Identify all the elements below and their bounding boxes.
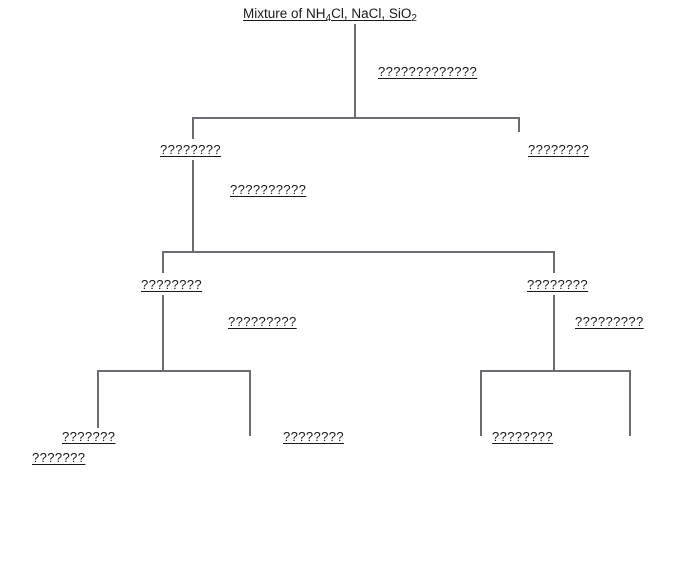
node-2-right-label: ???????? — [528, 142, 590, 157]
connector-drop-left-4 — [480, 370, 482, 436]
node-3-right-label: ???????? — [527, 277, 589, 292]
connector-title-stem — [354, 24, 356, 117]
connector-drop-left-3 — [97, 370, 99, 428]
title-middle: Cl, NaCl, SiO — [331, 6, 412, 21]
connector-node-3-left-stem — [162, 295, 164, 371]
step-2-label: ?????????? — [230, 182, 307, 197]
leaf-4-label: ???????? — [492, 429, 554, 444]
connector-node-3-right-stem — [553, 295, 555, 371]
node-3-left-label: ???????? — [141, 277, 203, 292]
connector-drop-left-1 — [192, 117, 194, 139]
connector-drop-right-2 — [553, 251, 555, 273]
connector-split-bar-3-left — [97, 370, 250, 372]
connector-split-bar-2 — [162, 251, 555, 253]
connector-drop-left-2 — [162, 251, 164, 273]
connector-drop-mid-3 — [249, 370, 251, 436]
connector-split-bar-1 — [192, 117, 520, 119]
node-2-left-label: ???????? — [160, 142, 222, 157]
step-3-right-label: ????????? — [575, 314, 644, 329]
step-1-label: ????????????? — [378, 64, 478, 79]
leaf-2-label: ??????? — [32, 450, 86, 465]
step-3-left-label: ????????? — [228, 314, 297, 329]
title-subscript-2: 2 — [411, 13, 417, 24]
connector-drop-right-4 — [629, 370, 631, 436]
leaf-1-label: ??????? — [62, 429, 116, 444]
title-subscript-4: 4 — [325, 13, 332, 24]
title-prefix: Mixture of NH — [243, 6, 326, 21]
connector-node-2-left-stem — [192, 160, 194, 252]
diagram-title: Mixture of NH4Cl, NaCl, SiO2 — [243, 6, 417, 24]
connector-drop-right-1 — [518, 117, 520, 132]
leaf-3-label: ???????? — [283, 429, 345, 444]
connector-split-bar-3-right — [480, 370, 630, 372]
